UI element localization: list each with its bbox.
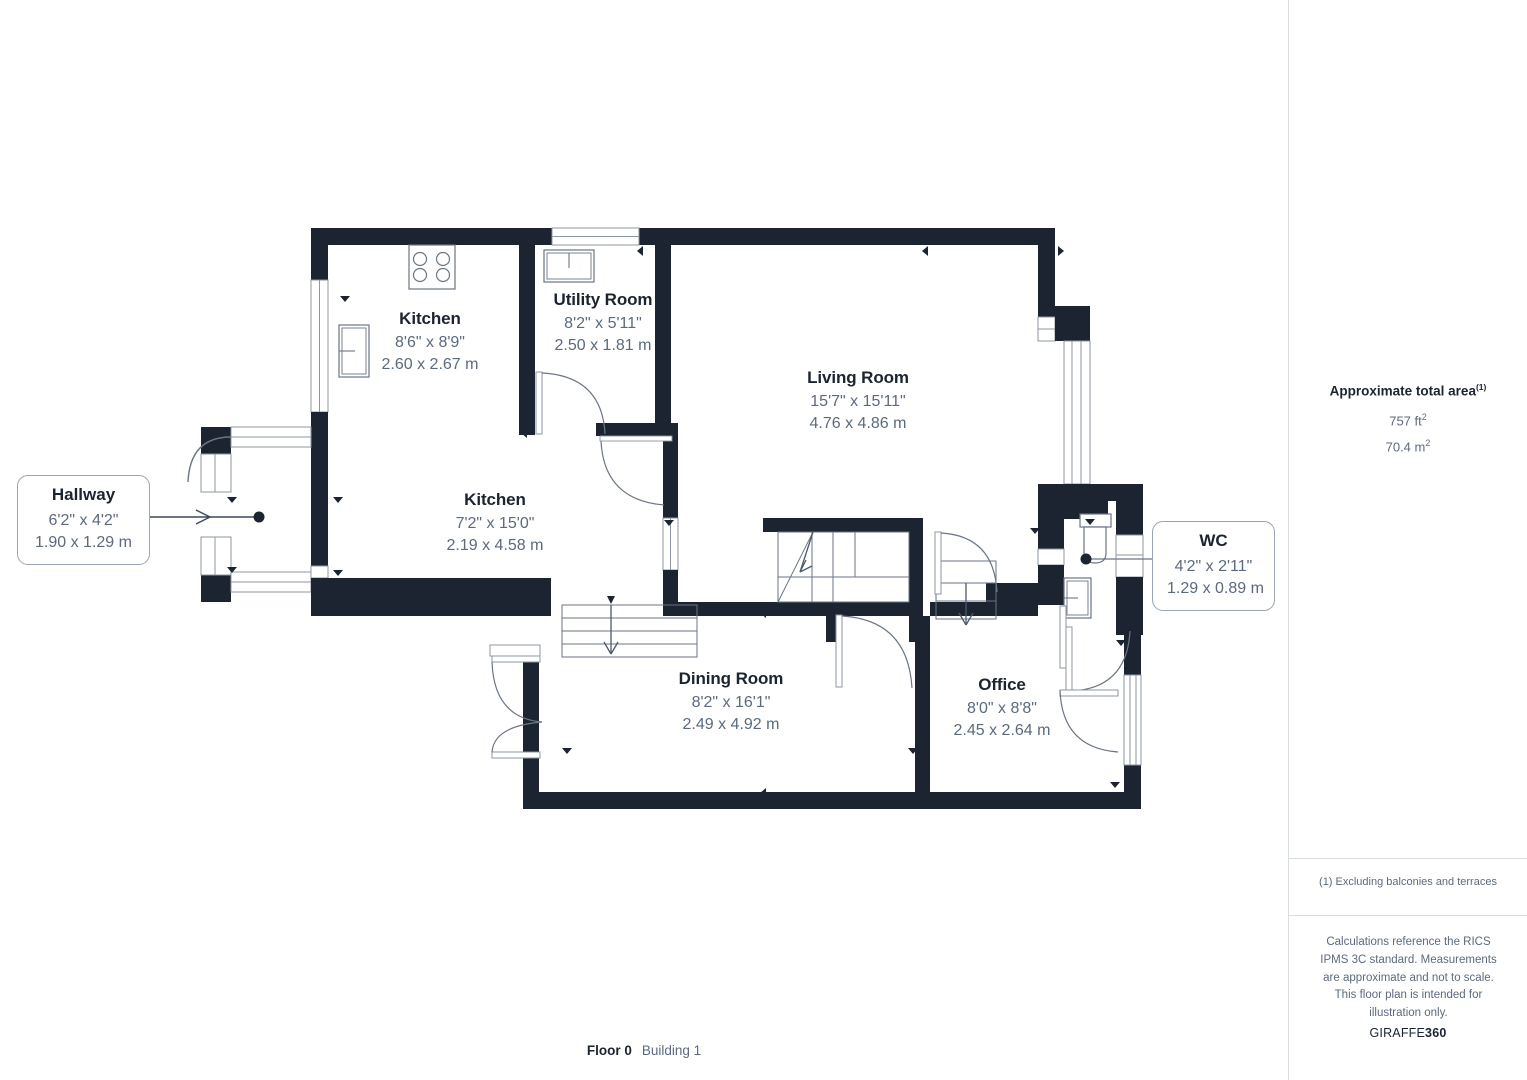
stair-run-dining bbox=[561, 596, 698, 658]
stair-run-office bbox=[935, 560, 997, 626]
footer-floor-label: Floor 0 bbox=[586, 1043, 632, 1058]
total-area-block: Approximate total area(1) 757 ft2 70.4 m… bbox=[1289, 382, 1527, 464]
room-name: Utility Room bbox=[553, 290, 653, 309]
room-dim-metric: 2.50 x 1.81 m bbox=[554, 336, 652, 354]
room-dim-metric: 2.45 x 2.64 m bbox=[953, 721, 1051, 739]
room-name: Living Room bbox=[807, 368, 909, 387]
total-area-sqft-value: 757 ft bbox=[1389, 412, 1422, 428]
room-dim-imperial: 8'2" x 16'1" bbox=[691, 694, 771, 711]
room-name: Dining Room bbox=[678, 669, 784, 688]
room-dim-metric: 2.19 x 4.58 m bbox=[446, 536, 544, 554]
footnote-text: (1) Excluding balconies and terraces bbox=[1319, 876, 1497, 888]
room-dim-metric: 2.49 x 4.92 m bbox=[682, 715, 780, 733]
room-name: WC bbox=[1199, 531, 1228, 550]
panel-divider-bottom bbox=[1289, 915, 1527, 916]
sqm-exponent: 2 bbox=[1425, 437, 1431, 448]
room-name: Hallway bbox=[51, 485, 116, 504]
footer-building-label: Building 1 bbox=[641, 1043, 702, 1058]
room-dim-imperial: 15'7" x 15'11" bbox=[810, 393, 906, 410]
room-label-living-room: Living Room 15'7" x 15'11" 4.76 x 4.86 m bbox=[807, 369, 909, 434]
room-label-office: Office 8'0" x 8'8" 2.45 x 2.64 m bbox=[954, 676, 1051, 741]
callout-wc[interactable]: WC 4'2" x 2'11" 1.29 x 0.89 m bbox=[1152, 521, 1275, 612]
room-name: Office bbox=[978, 675, 1026, 694]
room-dim-imperial: 8'0" x 8'8" bbox=[967, 700, 1037, 717]
fixtures-layer bbox=[338, 244, 1112, 658]
room-dim-imperial: 8'2" x 5'11" bbox=[564, 315, 642, 332]
room-dim-imperial: 4'2" x 2'11" bbox=[1174, 558, 1253, 575]
room-label-dining-room: Dining Room 8'2" x 16'1" 2.49 x 4.92 m bbox=[679, 670, 784, 735]
dimension-markers bbox=[227, 246, 1126, 798]
floor-plan-footer: Floor 0 Building 1 bbox=[0, 1043, 1288, 1058]
giraffe360-brand: GIRAFFE360 bbox=[1289, 1026, 1527, 1040]
room-name: Kitchen bbox=[464, 490, 526, 509]
room-label-kitchen-lower: Kitchen 7'2" x 15'0" 2.19 x 4.58 m bbox=[447, 491, 544, 556]
room-dim-imperial: 6'2" x 4'2" bbox=[48, 512, 119, 529]
total-area-sqm: 70.4 m2 bbox=[1289, 438, 1527, 454]
total-area-sqm-value: 70.4 m bbox=[1385, 439, 1426, 455]
disclaimer-text: Calculations reference the RICS IPMS 3C … bbox=[1320, 936, 1497, 1020]
panel-divider-top bbox=[1289, 858, 1527, 859]
staircase bbox=[777, 531, 910, 603]
walls-layer bbox=[187, 227, 1144, 809]
room-dim-imperial: 8'6" x 8'9" bbox=[395, 334, 465, 351]
info-side-panel: Approximate total area(1) 757 ft2 70.4 m… bbox=[1288, 0, 1527, 1080]
room-dim-metric: 1.90 x 1.29 m bbox=[35, 533, 132, 551]
brand-name-bold: 360 bbox=[1425, 1026, 1447, 1040]
total-area-sqft: 757 ft2 bbox=[1289, 412, 1527, 428]
total-area-title-text: Approximate total area bbox=[1329, 383, 1476, 399]
total-area-footnote-marker: (1) bbox=[1475, 382, 1487, 392]
sqft-exponent: 2 bbox=[1421, 411, 1427, 422]
floor-plan-canvas[interactable]: Kitchen 8'6" x 8'9" 2.60 x 2.67 m Utilit… bbox=[0, 0, 1288, 1080]
room-name: Kitchen bbox=[399, 309, 461, 328]
total-area-title: Approximate total area(1) bbox=[1289, 382, 1527, 399]
room-dim-imperial: 7'2" x 15'0" bbox=[455, 515, 535, 532]
room-dim-metric: 2.60 x 2.67 m bbox=[381, 355, 479, 373]
floor-plan-drawing bbox=[150, 227, 1152, 809]
room-dim-metric: 1.29 x 0.89 m bbox=[1167, 579, 1264, 597]
room-label-kitchen-upper: Kitchen 8'6" x 8'9" 2.60 x 2.67 m bbox=[382, 310, 479, 375]
callout-leaders bbox=[150, 509, 1152, 565]
doors-layer bbox=[491, 371, 1131, 759]
room-dim-metric: 4.76 x 4.86 m bbox=[809, 414, 907, 432]
room-label-utility-room: Utility Room 8'2" x 5'11" 2.50 x 1.81 m bbox=[554, 291, 653, 356]
callout-hallway[interactable]: Hallway 6'2" x 4'2" 1.90 x 1.29 m bbox=[17, 475, 150, 566]
brand-name-light: GIRAFFE bbox=[1369, 1026, 1426, 1040]
